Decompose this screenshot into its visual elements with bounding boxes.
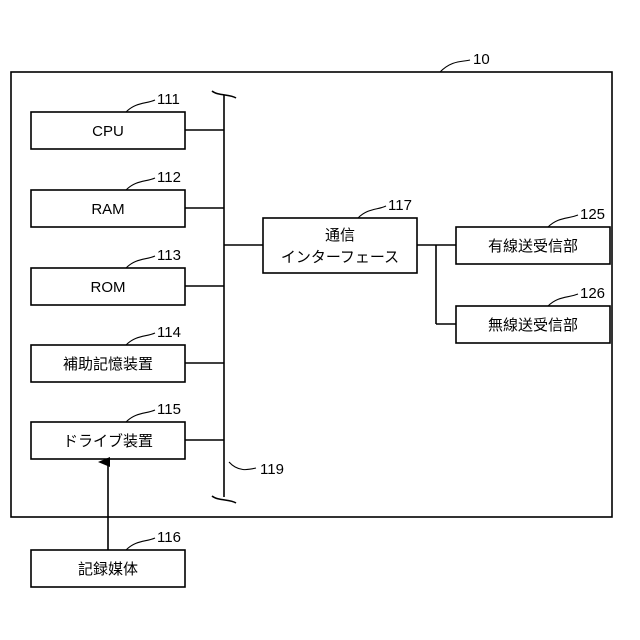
comm-interface-label-line2: インターフェース [281,249,399,266]
ram-ref: 112 [157,169,181,186]
media-leader [126,538,155,550]
media-label: 記録媒体 [78,561,138,578]
wireless-transceiver-label: 無線送受信部 [488,317,578,334]
cpu-label: CPU [92,123,124,140]
ram-label: RAM [91,201,124,218]
device-ref: 10 [473,51,490,68]
bus-ref: 119 [260,461,284,478]
comm-ref: 117 [388,197,412,214]
wired-transceiver-label: 有線送受信部 [488,238,578,255]
media-ref: 116 [157,529,181,546]
drive-ref: 115 [157,401,181,418]
rom-label: ROM [91,279,126,296]
cpu-ref: 111 [157,91,180,108]
aux-storage-label: 補助記憶装置 [63,356,153,373]
comm-interface-label-line1: 通信 [325,227,355,244]
wired-ref: 125 [580,206,605,223]
rom-ref: 113 [157,247,181,264]
drive-label: ドライブ装置 [63,432,153,450]
device-leader [440,60,470,72]
aux-ref: 114 [157,324,181,341]
wireless-ref: 126 [580,285,605,302]
